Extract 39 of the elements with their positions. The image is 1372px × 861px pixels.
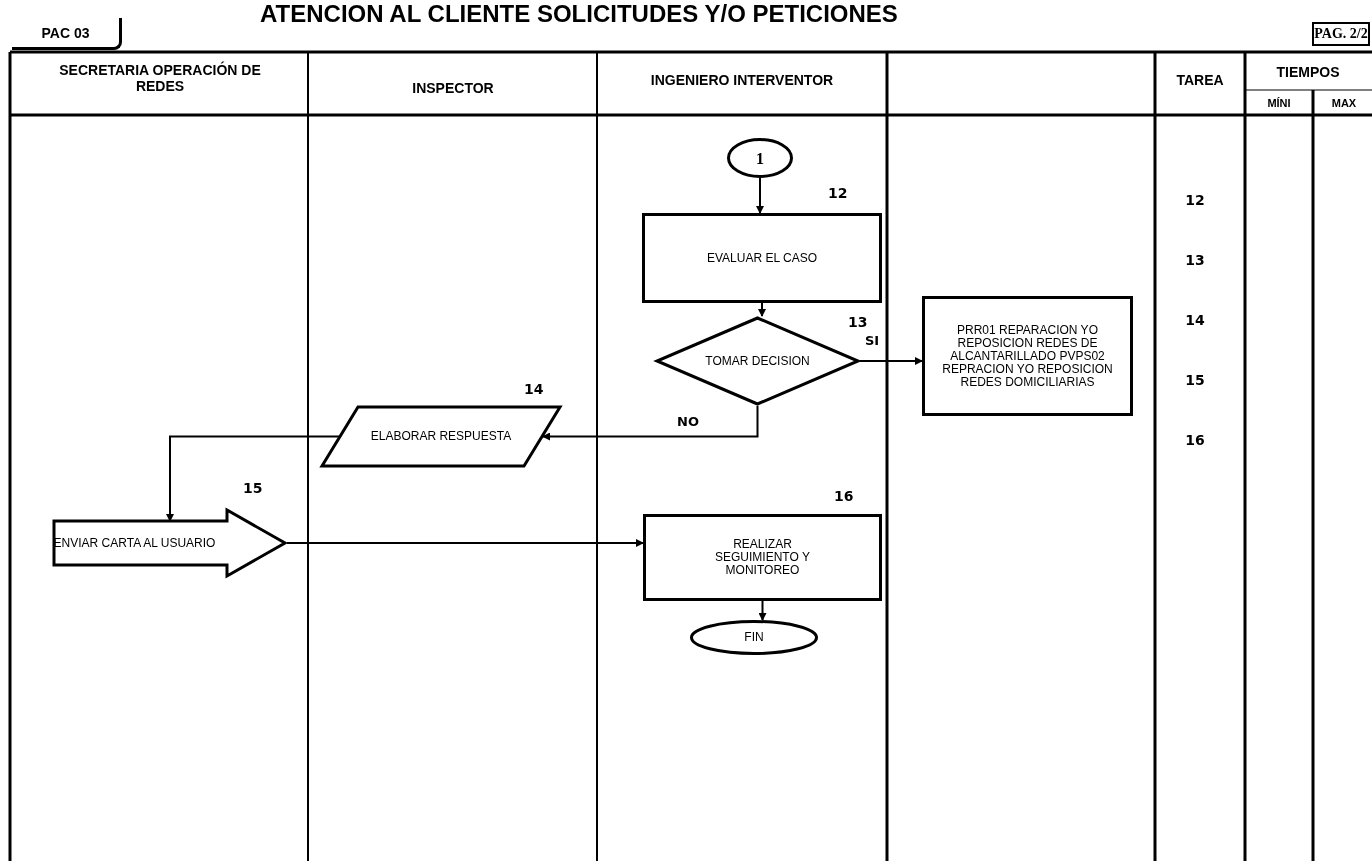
column-header: MÍNI xyxy=(1266,96,1292,111)
lane-header: SECRETARIA OPERACIÓN DE REDES xyxy=(58,62,262,96)
node-text: REALIZAR SEGUIMIENTO Y MONITOREO xyxy=(714,538,811,577)
column-header: TAREA xyxy=(1175,72,1225,90)
task-number: 16 xyxy=(1184,432,1206,450)
connector-circle xyxy=(727,138,793,178)
arrow xyxy=(756,177,764,214)
node-text: FIN xyxy=(744,631,764,644)
task-number: 15 xyxy=(1184,372,1206,390)
arrow xyxy=(859,357,923,365)
node-text: ELABORAR RESPUESTA xyxy=(370,430,512,443)
arrow xyxy=(542,405,759,441)
node-text: TOMAR DECISION xyxy=(705,354,810,368)
edge-label: SI xyxy=(864,333,881,348)
step-number: 13 xyxy=(848,316,868,329)
task-number: 12 xyxy=(1184,192,1206,210)
arrow xyxy=(758,302,766,317)
diagram-title: ATENCION AL CLIENTE SOLICITUDES Y/O PETICIONES xyxy=(260,0,898,28)
column-header: MAX xyxy=(1330,96,1358,111)
node-text: 1 xyxy=(756,151,764,165)
step-number: 14 xyxy=(524,383,544,396)
page-code-label: PAC 03 xyxy=(12,18,122,50)
task-number: 14 xyxy=(1184,312,1206,330)
step-number: 12 xyxy=(828,187,848,200)
step-number: 16 xyxy=(834,490,854,503)
column-header: TIEMPOS xyxy=(1275,64,1341,82)
arrow xyxy=(286,539,644,547)
process-box xyxy=(922,296,1133,416)
terminator-oval xyxy=(690,620,818,655)
node-text: PRR01 REPARACION YO REPOSICION REDES DE ALCANTARILLADO PVPS02 REPRACION YO REPOSICION REDES DOMICILIARIAS xyxy=(941,323,1114,389)
arrow xyxy=(758,600,767,621)
lane-header: INGENIERO INTERVENTOR xyxy=(649,72,835,90)
edge-label: NO xyxy=(676,414,700,429)
arrow xyxy=(166,435,340,522)
node-text: EVALUAR EL CASO xyxy=(706,251,817,265)
task-number: 13 xyxy=(1184,252,1206,270)
lane-header: INSPECTOR xyxy=(411,80,495,98)
page-number-label: PAG. 2/2 xyxy=(1312,22,1370,46)
step-number: 15 xyxy=(243,482,263,495)
